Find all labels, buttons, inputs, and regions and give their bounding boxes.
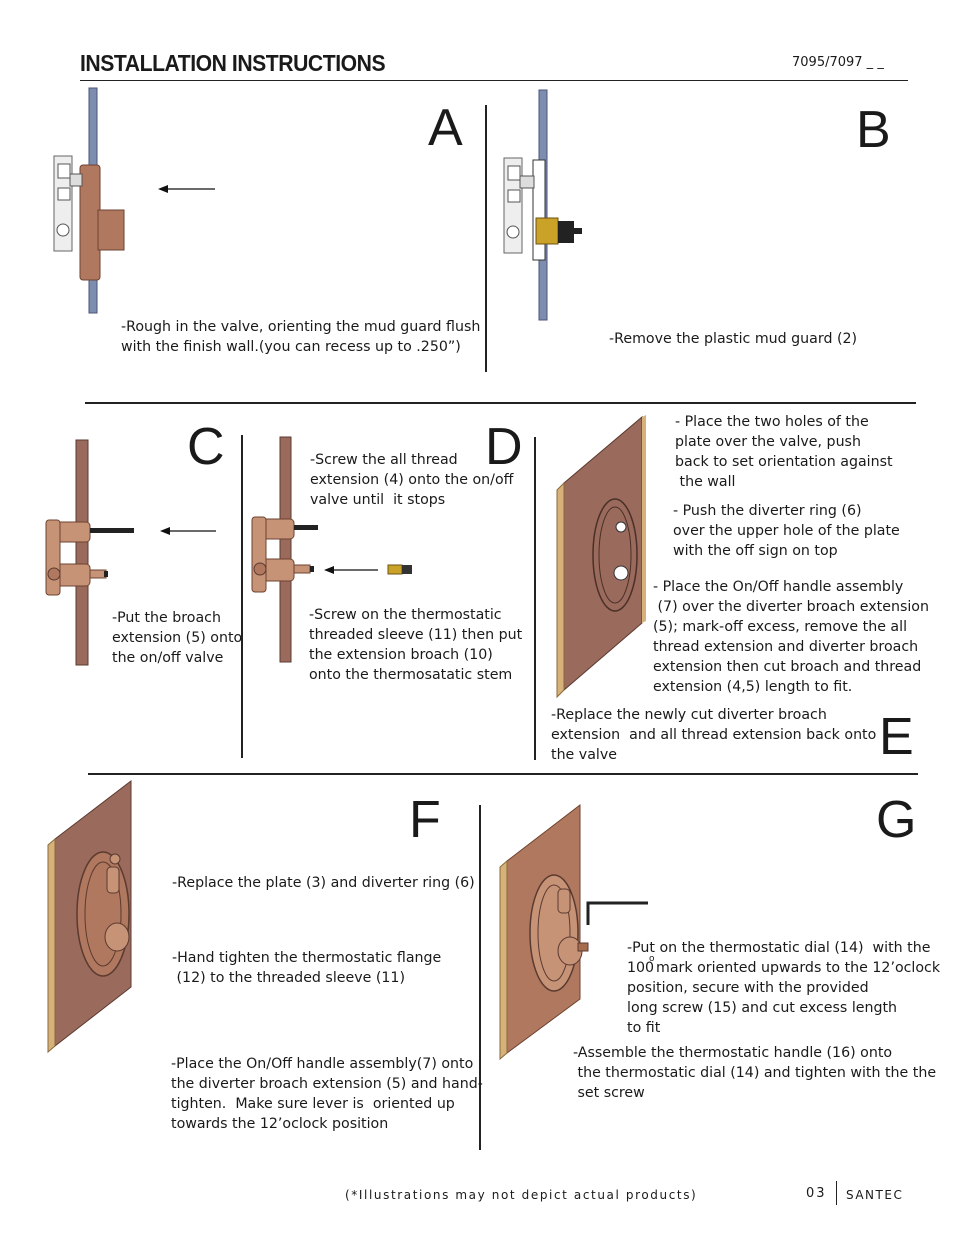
column-divider-fg xyxy=(479,805,481,1150)
step-e-text-3: - Place the On/Off handle assembly (7) o… xyxy=(653,579,929,695)
header-rule xyxy=(80,80,908,81)
footer-divider xyxy=(836,1181,837,1205)
step-f-text-2: -Hand tighten the thermostatic flange (1… xyxy=(172,950,442,986)
step-d-text-1: -Screw the all thread extension (4) onto… xyxy=(310,452,514,508)
illustration-a xyxy=(53,87,215,314)
row-divider-1 xyxy=(85,402,916,404)
step-letter-d: D xyxy=(485,418,523,476)
step-g-text-2: -Assemble the thermostatic handle (16) o… xyxy=(573,1045,937,1101)
step-b-text: -Remove the plastic mud guard (2) xyxy=(609,331,858,347)
illustration-disclaimer: (*Illustrations may not depict actual pr… xyxy=(345,1188,698,1202)
column-divider-ab xyxy=(485,105,487,372)
step-g-text-1a: -Put on the thermostatic dial (14) with … xyxy=(627,940,931,976)
illustration-e xyxy=(556,415,646,699)
brand-name: SANTEC xyxy=(846,1188,904,1202)
step-e-text-2: - Push the diverter ring (6) over the up… xyxy=(673,503,900,559)
step-letter-b: B xyxy=(856,101,891,159)
step-g-text-1c: position, secure with the provided long … xyxy=(627,980,898,1036)
step-a-text: -Rough in the valve, orienting the mud g… xyxy=(121,319,481,355)
step-letter-f: F xyxy=(409,791,441,849)
step-e-text-1: - Place the two holes of the plate over … xyxy=(675,414,893,490)
row-divider-2 xyxy=(88,773,918,775)
column-divider-de xyxy=(534,437,536,760)
degree-symbol: o xyxy=(649,954,655,964)
step-letter-c: C xyxy=(187,418,225,476)
illustration-d xyxy=(251,436,412,663)
page-title: INSTALLATION INSTRUCTIONS xyxy=(80,50,386,76)
step-e-text-4: -Replace the newly cut diverter broach e… xyxy=(551,707,877,763)
step-g-text-1b: mark oriented upwards to the 12’oclock xyxy=(656,960,941,976)
illustration-c xyxy=(45,439,216,666)
step-d-text-2: -Screw on the thermostatic threaded slee… xyxy=(309,607,523,683)
step-letter-g: G xyxy=(876,791,917,849)
step-f-text-3: -Place the On/Off handle assembly(7) ont… xyxy=(171,1056,483,1132)
model-number: 7095/7097 _ _ xyxy=(792,55,884,70)
illustration-g xyxy=(499,803,648,1061)
step-letter-a: A xyxy=(428,99,463,157)
page-number: 03 xyxy=(806,1186,827,1201)
illustration-b xyxy=(503,89,582,321)
column-divider-cd xyxy=(241,435,243,758)
illustration-f xyxy=(47,779,132,1054)
step-f-text-1: -Replace the plate (3) and diverter ring… xyxy=(172,875,475,891)
step-letter-e: E xyxy=(879,708,914,766)
step-c-text: -Put the broach extension (5) onto the o… xyxy=(112,610,243,666)
